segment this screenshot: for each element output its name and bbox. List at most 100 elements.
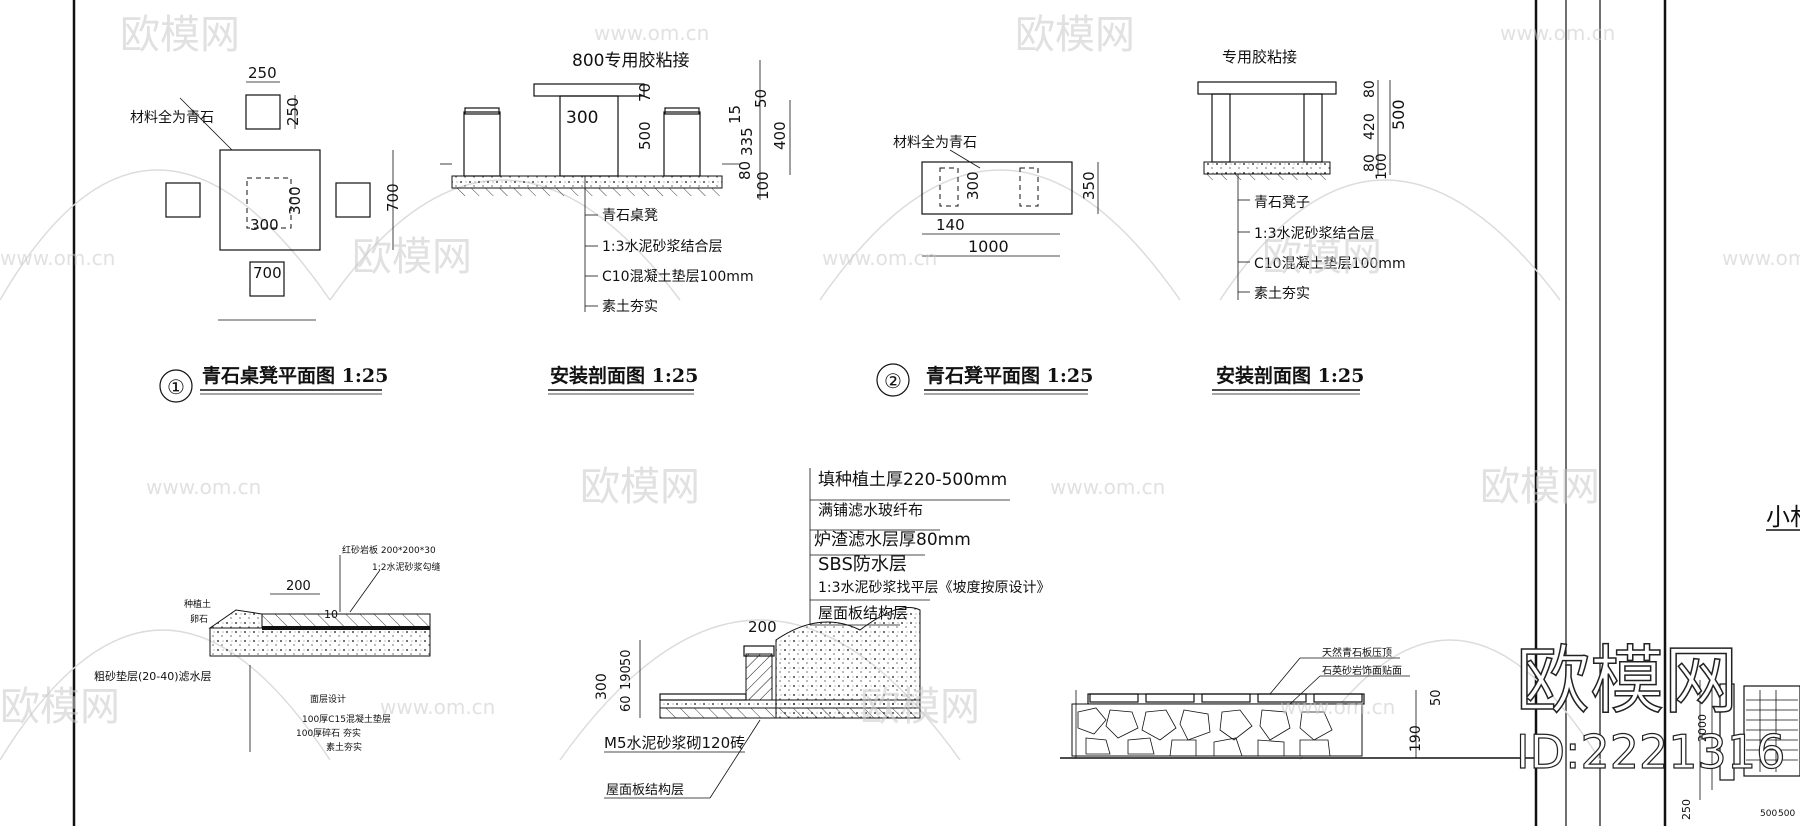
dim-200-paving: 200 [286,579,311,594]
layer-1-1: 青石桌凳 [602,208,658,224]
dim-250-right: 250 [1680,799,1693,820]
tabletop-section [533,83,645,97]
detail-paving: 红砂岩板 200*200*30 1:2水泥砂浆勾缝 种植土 卵石 粗砂垫层(20… [94,544,441,753]
stone-label-1: 天然青石板压顶 [1322,646,1392,659]
watermark-brand-4: 欧模网 [1262,234,1382,280]
big-watermark-id: ID:2221316 [1516,725,1785,779]
dim-100-s2: 100 [1374,153,1390,180]
dim-300-sec1: 300 [566,108,598,128]
watermark-brand-7: 欧模网 [0,684,120,730]
partial-title: 小林 [1766,503,1800,531]
dim-250-side: 250 [284,97,302,126]
dim-190-roof: 190 [619,665,634,690]
paving-label-2: 1:2水泥砂浆勾缝 [372,561,441,573]
watermark-url-7: www.om.cn [1050,475,1165,499]
dim-100-sec1: 100 [754,171,772,200]
paving-label-4: 卵石 [190,614,208,625]
dim-300-d2: 300 [964,171,982,200]
roof-bottom-1: M5水泥砂浆砌120砖 [604,734,745,752]
dim-50-stone: 50 [1429,689,1444,706]
paving-label-6: 面层设计 [310,693,346,705]
watermark-brand-1: 欧模网 [120,12,240,58]
material-note-2: 材料全为青石 [893,134,977,151]
dim-200-roof: 200 [748,618,777,636]
layer-2-1: 青石凳子 [1254,195,1310,211]
paving-label-7: 100厚C15混凝土垫层 [302,713,391,725]
layer-1-4: 素土夯实 [602,299,658,315]
watermark-url-4: www.om.cn [822,246,937,270]
paving-label-1: 红砂岩板 200*200*30 [342,544,436,556]
roof-layer-4: SBS防水层 [818,554,907,575]
paving-label-9: 素土夯实 [326,741,362,753]
roof-layer-3: 炉渣滤水层厚80mm [814,530,971,550]
detail-roof: 填种植土厚220-500mm 满铺滤水玻纤布 炉渣滤水层厚80mm SBS防水层… [594,468,1051,799]
dim-400-sec1: 400 [771,121,789,150]
watermark-url-8: www.om.cn [380,695,495,719]
dim-300-v: 300 [286,186,304,215]
drawing-number-circle-1 [159,369,193,403]
dim-300-roof: 300 [594,673,610,700]
watermark-url-9: www.om.cn [1280,695,1395,719]
roof-bottom-2: 屋面板结构层 [606,783,684,798]
layer-2-3: C10混凝土垫层100mm [1254,256,1406,272]
drawing-1-plan: 250 250 300 300 700 700 材料全为青石 ① 青石桌凳平面图… [130,64,402,403]
stool-top [245,94,281,130]
right-panel: 小林 2000 250 500 500 [1680,503,1800,820]
big-watermark-brand: 欧模网 [1516,638,1738,724]
stool-right [335,182,371,218]
dim-335-sec1: 335 [738,127,756,156]
stool-plan [921,161,1073,215]
dim-80-s2a: 80 [1362,80,1378,98]
section-2: 专用胶粘接 80 420 500 80 100 青石凳子 1:3水泥砂浆结合层 … [1197,48,1408,395]
bench-top-section [1197,81,1337,95]
watermark-url-5: www.om.cn [1722,246,1800,270]
table-top [219,149,321,251]
dim-500-sec1: 500 [636,121,654,150]
drawing-number-circle-2 [876,363,910,397]
dim-80-s2b: 80 [1362,154,1378,172]
watermark-brand-2: 欧模网 [1015,12,1135,58]
drawing-title-1: 青石桌凳平面图 1:25 [202,364,388,387]
roof-layer-1: 填种植土厚220-500mm [818,470,1007,490]
big-watermark: 欧模网 ID:2221316 [1515,637,1786,779]
dim-2000-right: 2000 [1696,714,1709,742]
section-title-1: 安装剖面图 1:25 [550,364,698,387]
detail-stone-edging: 天然青石板压顶 石英砂岩饰面贴面 50 190 [1060,646,1536,759]
watermark-brand-8: 欧模网 [860,684,980,730]
dim-15-sec1: 15 [726,105,744,124]
layer-2-4: 素土夯实 [1254,286,1310,302]
dim-1000-d2: 1000 [968,237,1009,256]
stool-bottom [249,261,285,297]
watermark-url-1: www.om.cn [594,21,709,45]
sheet-frame [72,0,1667,826]
dim-140-d2: 140 [936,216,965,234]
drawing-number-1: ① [167,375,185,399]
section-1: 800专用胶粘接 300 500 50 70 15 335 400 80 100… [440,51,791,395]
dim-50-roof: 50 [619,649,634,666]
roof-layer-5: 1:3水泥砂浆找平层《坡度按原设计》 [818,580,1051,596]
dim-300-h: 300 [250,216,279,234]
dim-10-paving: 10 [324,608,338,621]
stone-label-2: 石英砂岩饰面贴面 [1322,664,1402,677]
dim-60-roof: 60 [619,695,634,712]
dim-80-sec1: 80 [736,161,754,180]
glue-note-1: 800专用胶粘接 [572,51,689,71]
dim-500-right-b: 500 [1778,809,1795,819]
drawing-number-2: ② [884,369,902,393]
stool-left-section [463,111,501,177]
layer-1-3: C10混凝土垫层100mm [602,269,754,285]
roof-layer-6: 屋面板结构层 [818,604,908,622]
dim-700-v: 700 [384,183,402,212]
stool-right-section [663,111,701,177]
paving-label-3: 种植土 [184,598,211,610]
watermark-brand-3: 欧模网 [352,234,472,280]
roof-layer-2: 满铺滤水玻纤布 [818,501,923,519]
glue-note-2: 专用胶粘接 [1222,48,1297,66]
watermark-url-6: www.om.cn [146,475,261,499]
watermark-brand-6: 欧模网 [1480,464,1600,510]
concrete-base-1 [451,175,723,189]
dim-70-sec1: 70 [636,83,654,102]
dim-700-h: 700 [253,264,282,282]
layer-1-2: 1:3水泥砂浆结合层 [602,239,723,255]
